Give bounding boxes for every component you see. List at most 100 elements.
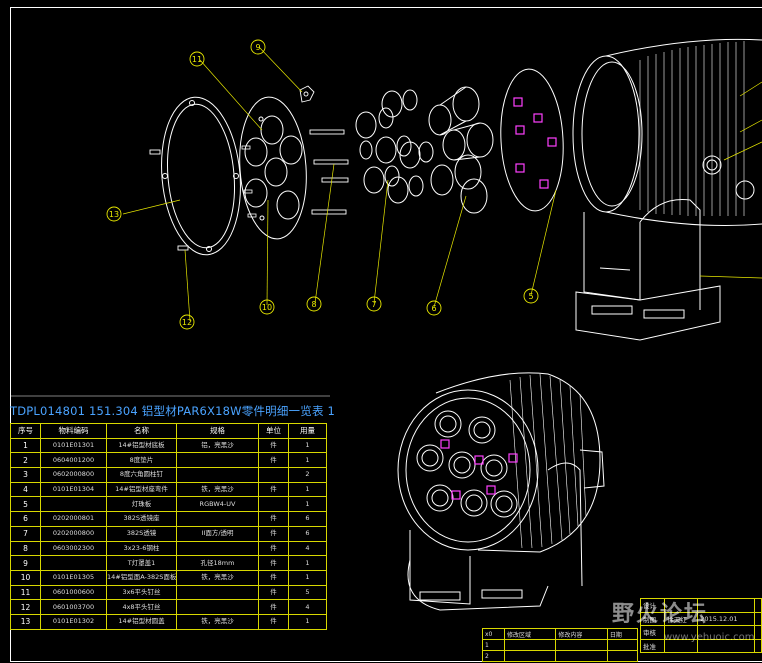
bom-cell: 0101E01301 bbox=[40, 437, 107, 454]
bom-title: TDPL014801 151.304 铝型材PAR6X18W零件明细一览表 1 bbox=[10, 404, 336, 418]
bom-cell: 3x6平头钉丝 bbox=[106, 584, 177, 601]
callout-balloons bbox=[106, 39, 539, 330]
bom-header-qty: 用量 bbox=[288, 423, 327, 439]
bom-cell: 3x23-6钢柱 bbox=[106, 540, 177, 557]
callout-leaders bbox=[122, 46, 762, 322]
bom-cell: 1 bbox=[288, 437, 327, 454]
bom-cell: 0601000600 bbox=[40, 584, 107, 601]
bom-header-spec: 规格 bbox=[176, 423, 259, 439]
tb-cell bbox=[754, 625, 762, 640]
bom-cell: 件 bbox=[258, 540, 289, 557]
bom-cell: 1 bbox=[288, 481, 327, 498]
tb-cell bbox=[697, 638, 756, 653]
table-row: 批准 bbox=[639, 638, 762, 653]
bom-cell bbox=[40, 555, 107, 571]
part-screws-front bbox=[149, 149, 189, 251]
bom-cell bbox=[258, 496, 289, 513]
bom-cell: 14#铝型材座弯件 bbox=[106, 481, 177, 498]
bom-cell: 8度六角圆柱钉 bbox=[106, 467, 177, 483]
bom-cell: 14#铝型面A-382S面板 bbox=[106, 569, 177, 586]
bom-cell: 6 bbox=[288, 525, 327, 542]
bom-cell bbox=[40, 496, 107, 513]
led-chips bbox=[513, 97, 557, 189]
tb-cell: 批准 bbox=[639, 638, 666, 653]
rev-cell: 日期 bbox=[606, 628, 639, 640]
bom-cell bbox=[176, 511, 259, 527]
bom-cell: 铁，亮黑沙 bbox=[176, 569, 259, 586]
bom-header-row: 序号 物料编码 名称 规格 单位 用量 bbox=[10, 423, 327, 439]
rev-cell bbox=[555, 650, 608, 662]
bom-cell: 0101E01302 bbox=[40, 613, 107, 630]
table-row: 设计 bbox=[639, 598, 762, 613]
bom-cell: T灯罩盖1 bbox=[106, 555, 177, 571]
rev-cell bbox=[555, 639, 608, 651]
callout-numbers: 11 9 13 12 10 8 7 6 5 bbox=[109, 43, 534, 327]
part-front-ring bbox=[161, 96, 241, 256]
bom-cell: 0604001200 bbox=[40, 452, 107, 469]
bom-cell: 9 bbox=[10, 555, 41, 571]
bom-cell: 0202000800 bbox=[40, 525, 107, 542]
part-front-panel bbox=[239, 96, 307, 240]
rev-cell bbox=[606, 650, 639, 662]
rev-cell bbox=[503, 650, 557, 662]
drawing-frame bbox=[10, 7, 762, 662]
bom-cell bbox=[258, 467, 289, 483]
part-bracket-base bbox=[575, 198, 721, 341]
bom-cell bbox=[176, 584, 259, 601]
bom-header-name: 名称 bbox=[106, 423, 177, 439]
part-lens-holder-cap bbox=[299, 85, 315, 103]
bom-cell bbox=[176, 467, 259, 483]
bom-cell: 382S透镜座 bbox=[106, 511, 177, 527]
bom-cell: 件 bbox=[258, 511, 289, 527]
callout-6: 6 bbox=[431, 304, 436, 313]
assembled-fixture bbox=[397, 372, 605, 611]
bom-cell: 5 bbox=[288, 584, 327, 601]
bom-cell: 14#铝型材底板 bbox=[106, 437, 177, 454]
bom-cell: 铁，亮黑沙 bbox=[176, 481, 259, 498]
callout-11: 11 bbox=[192, 55, 202, 64]
bom-cell: 件 bbox=[258, 555, 289, 571]
bom-cell: 件 bbox=[258, 584, 289, 601]
bom-cell: 8 bbox=[10, 540, 41, 557]
bom-cell: 件 bbox=[258, 613, 289, 630]
bom-cell: 0101E01305 bbox=[40, 569, 107, 586]
part-small-screws bbox=[241, 145, 257, 218]
rev-cell bbox=[503, 639, 557, 651]
bom-cell: 件 bbox=[258, 452, 289, 469]
bom-cell: 件 bbox=[258, 437, 289, 454]
bom-cell: 0603002300 bbox=[40, 540, 107, 557]
part-housing bbox=[572, 38, 762, 226]
rev-cell: 2 bbox=[482, 650, 505, 662]
bom-cell: 10 bbox=[10, 569, 41, 586]
bom-cell: 6 bbox=[288, 511, 327, 527]
watermark-logo: 野火论坛 bbox=[612, 602, 709, 627]
bom-cell: 件 bbox=[258, 525, 289, 542]
bom-cell: 件 bbox=[258, 569, 289, 586]
rev-cell bbox=[606, 639, 639, 651]
bom-cell: 2 bbox=[288, 467, 327, 483]
bom-cell: 0202000801 bbox=[40, 511, 107, 527]
bom-cell: 1 bbox=[288, 613, 327, 630]
bom-cell: 灯珠板 bbox=[106, 496, 177, 513]
assembled-led-chips bbox=[440, 439, 518, 500]
bom-cell: 0602000800 bbox=[40, 467, 107, 483]
bom-cell bbox=[176, 452, 259, 469]
bom-cell: 382S透镜 bbox=[106, 525, 177, 542]
bom-cell: 4 bbox=[10, 481, 41, 498]
bom-cell: II面方/透明 bbox=[176, 525, 259, 542]
callout-12: 12 bbox=[182, 318, 192, 327]
bom-cell: 3 bbox=[10, 467, 41, 483]
